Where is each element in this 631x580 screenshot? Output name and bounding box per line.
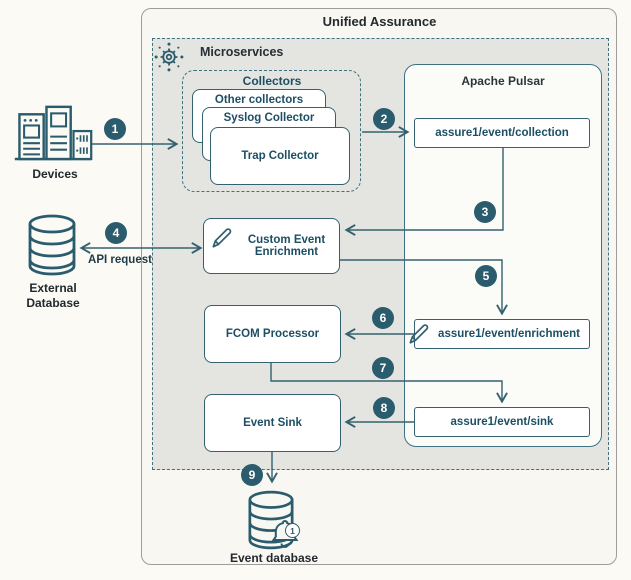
event-database-label: Event database [229, 551, 319, 565]
step-3-badge: 3 [474, 201, 496, 223]
custom-event-enrichment-label: Custom Event Enrichment [247, 234, 326, 258]
step-6-badge: 6 [372, 307, 394, 329]
trap-collector-label: Trap Collector [241, 150, 319, 162]
event-sink-label: Event Sink [243, 417, 302, 429]
diagram-title: Unified Assurance [322, 14, 437, 29]
topic-event-collection: assure1/event/collection [414, 118, 590, 148]
step-7-badge: 7 [372, 357, 394, 379]
collectors-label: Collectors [242, 74, 302, 88]
event-sink-box: Event Sink [204, 394, 341, 452]
custom-event-enrichment-box: Custom Event Enrichment [203, 218, 340, 274]
topic-event-sink: assure1/event/sink [414, 407, 590, 437]
collectors-container [182, 70, 361, 192]
external-database-icon [26, 214, 78, 276]
devices-icon [12, 100, 94, 164]
external-database-label: External Database [26, 281, 80, 310]
syslog-collector-label: Syslog Collector [223, 112, 315, 124]
api-request-label: API request [88, 254, 152, 266]
step-4-badge: 4 [105, 222, 127, 244]
notification-count-badge: 1 [285, 523, 300, 538]
pencil-icon [209, 225, 235, 251]
step-2-badge: 2 [373, 108, 395, 130]
fcom-processor-box: FCOM Processor [204, 305, 341, 363]
trap-collector-card: Trap Collector [210, 127, 350, 185]
other-collectors-label: Other collectors [214, 94, 304, 106]
microservices-label: Microservices [200, 45, 284, 59]
step-5-badge: 5 [475, 265, 497, 287]
step-8-badge: 8 [373, 397, 395, 419]
topic-event-enrichment: assure1/event/enrichment [414, 319, 590, 349]
apache-pulsar-label: Apache Pulsar [461, 74, 545, 88]
pencil-icon [406, 321, 432, 347]
step-9-badge: 9 [241, 464, 263, 486]
step-1-badge: 1 [104, 118, 126, 140]
gear-icon [153, 41, 185, 73]
fcom-processor-label: FCOM Processor [225, 328, 320, 340]
devices-label: Devices [32, 167, 78, 181]
